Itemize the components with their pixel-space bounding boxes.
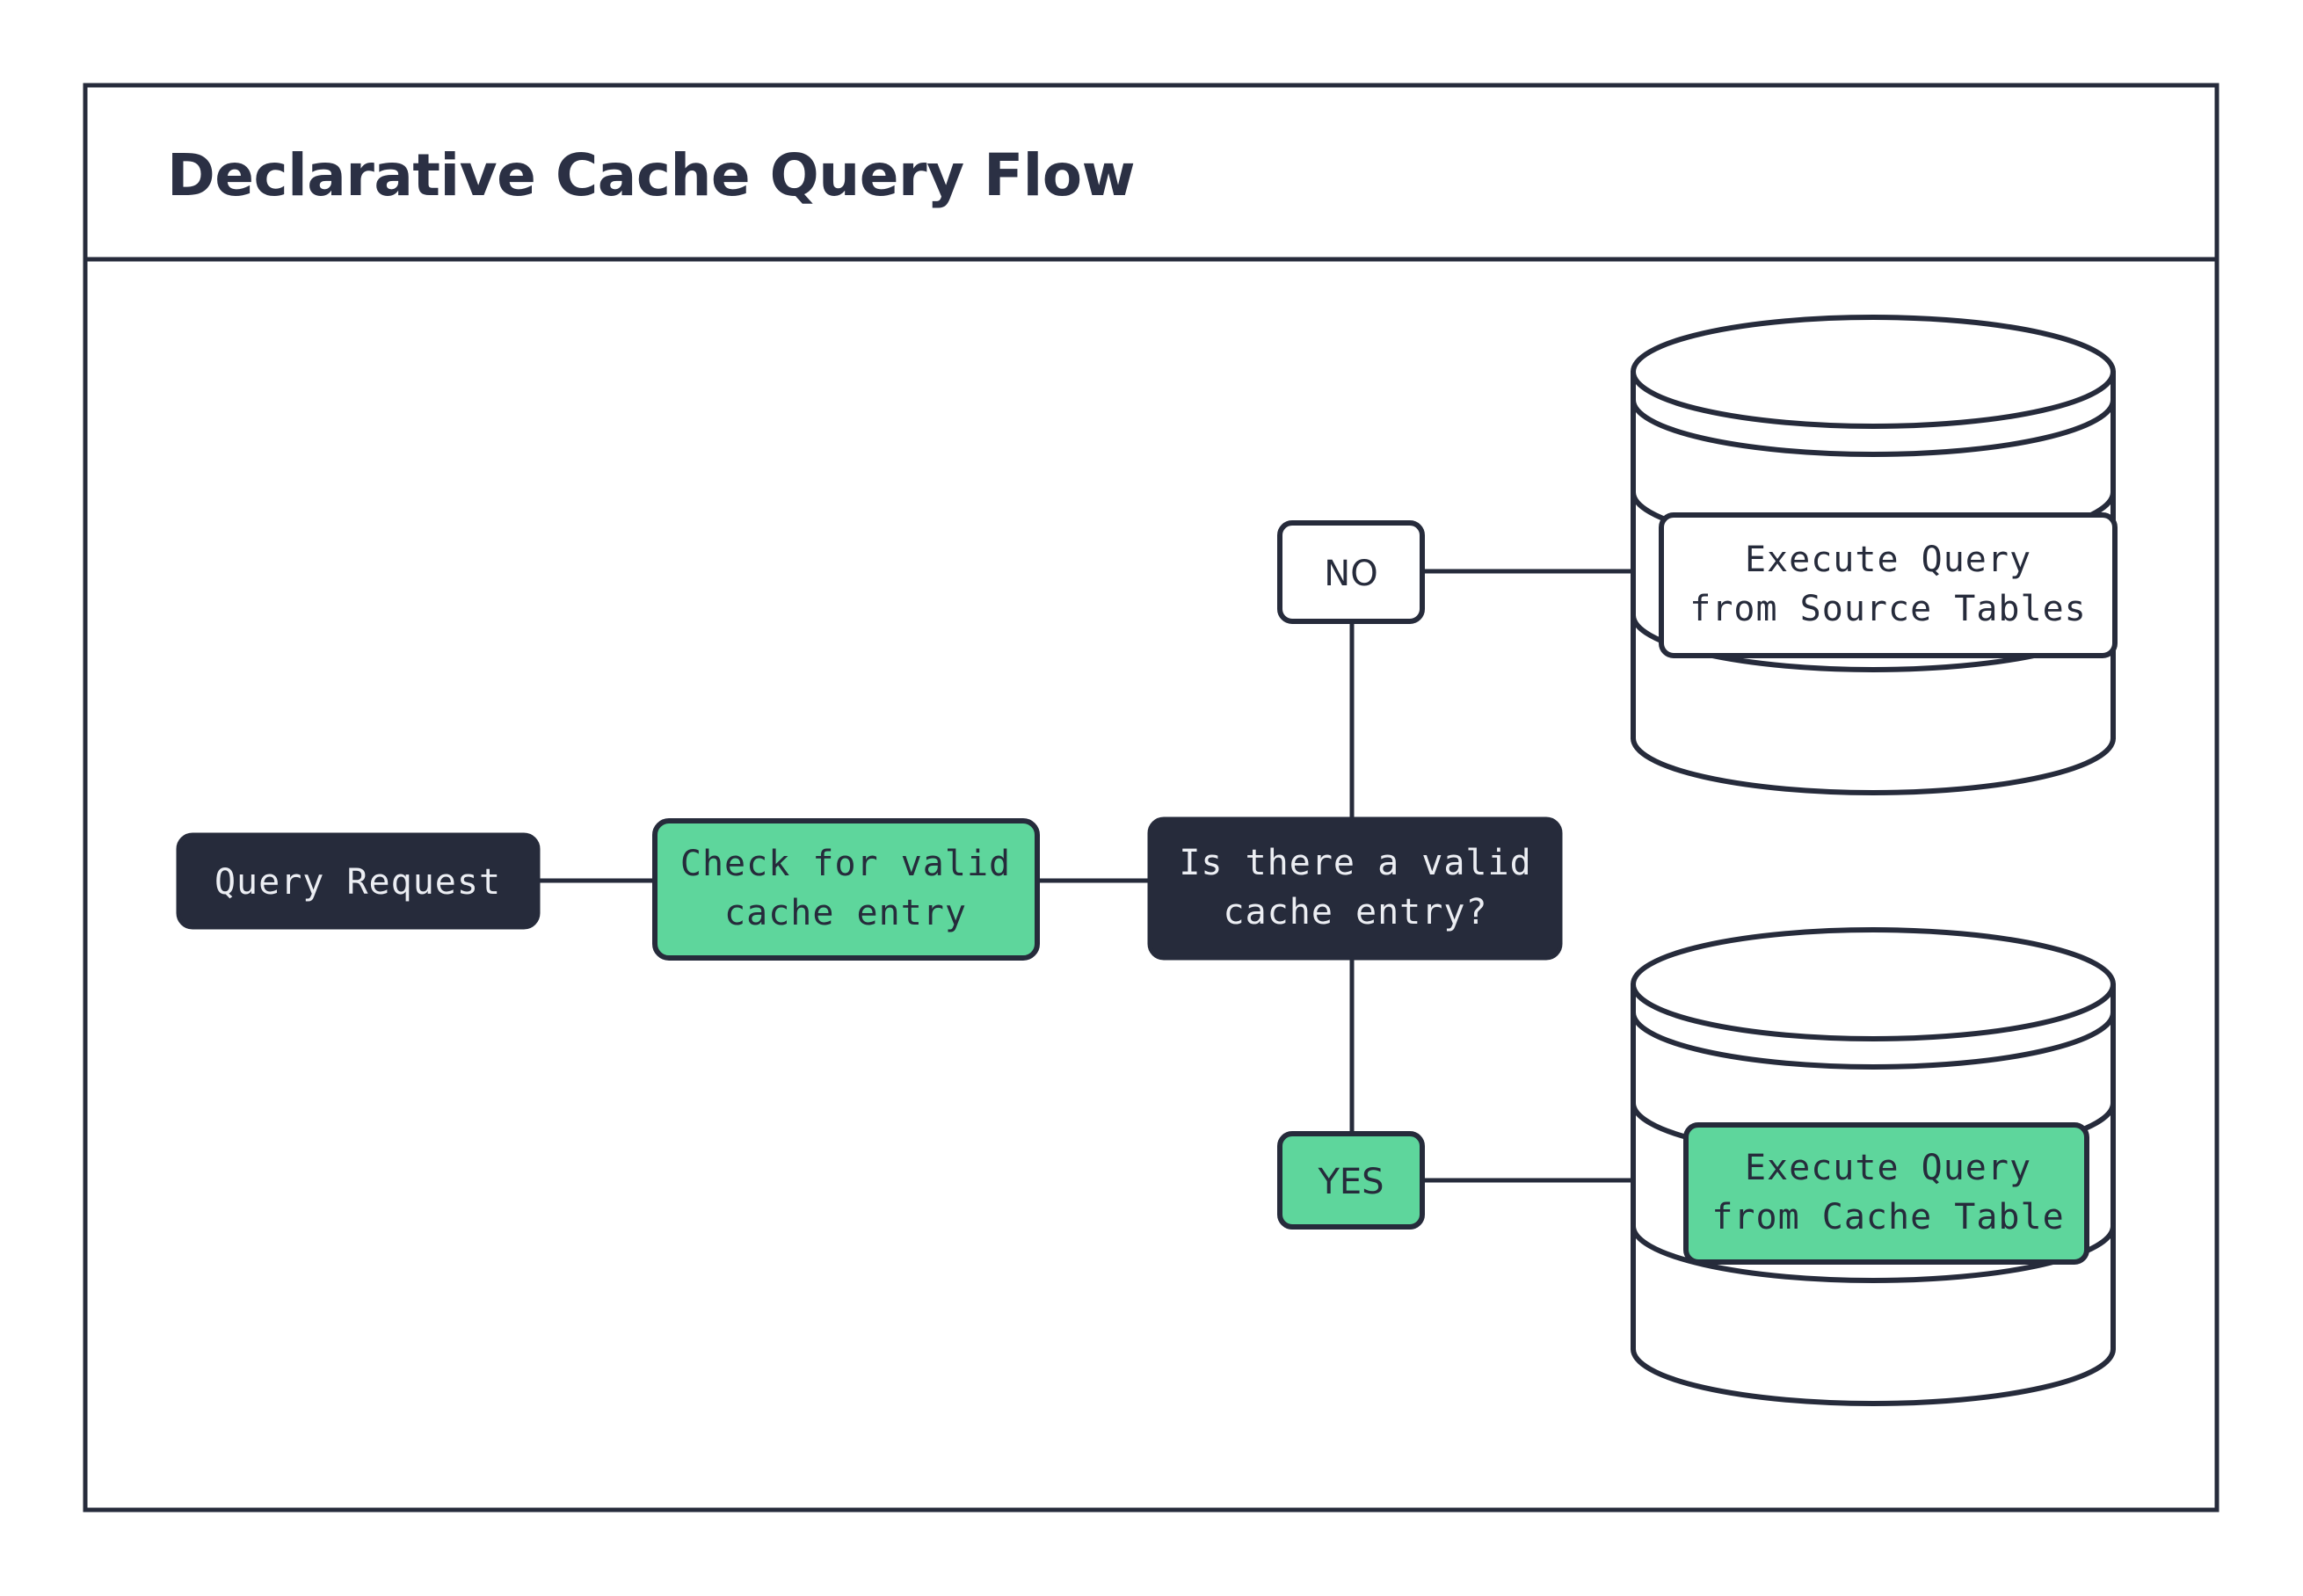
node-execute-source-tables-box[interactable]	[1659, 512, 2118, 658]
node-check-cache-entry-line2: cache entry	[724, 893, 967, 933]
database-cylinder-cache	[1631, 903, 2116, 1427]
node-decision-line1: Is there a valid	[1179, 843, 1531, 883]
node-decision-valid-cache[interactable]: Is there a valid cache entry?	[1147, 816, 1563, 961]
node-check-cache-entry-line1: Check for valid	[680, 844, 1011, 884]
node-execute-source-tables[interactable]: Execute Query from Source Tables	[1659, 512, 2118, 658]
edge-label-yes-box[interactable]	[1277, 1131, 1425, 1230]
node-execute-cache-table-line2: from Cache Table	[1711, 1197, 2064, 1237]
page-title: Declarative Cache Query Flow	[167, 141, 1135, 209]
edge-label-no-box[interactable]	[1277, 520, 1425, 624]
node-execute-source-tables-line1: Execute Query	[1745, 540, 2031, 580]
node-decision-valid-cache-box[interactable]	[1147, 816, 1563, 961]
edge-label-no[interactable]: NO	[1277, 520, 1425, 624]
edge-layer	[538, 569, 1633, 1183]
node-decision-line2: cache entry?	[1224, 892, 1488, 932]
node-execute-cache-table-line1: Execute Query	[1745, 1148, 2031, 1188]
node-query-request-box[interactable]	[176, 832, 541, 930]
node-check-cache-entry-box[interactable]	[652, 818, 1040, 961]
node-execute-source-tables-line2: from Source Tables	[1689, 589, 2086, 629]
edge-label-no-text: NO	[1324, 554, 1377, 594]
node-query-request-label: Query Request	[214, 862, 501, 903]
edge-label-yes-text: YES	[1317, 1162, 1384, 1202]
node-execute-cache-table-box[interactable]	[1683, 1122, 2089, 1265]
node-execute-cache-table[interactable]: Execute Query from Cache Table	[1683, 1122, 2089, 1265]
node-check-cache-entry[interactable]: Check for valid cache entry	[652, 818, 1040, 961]
node-query-request[interactable]: Query Request	[176, 832, 541, 930]
edge-label-yes[interactable]: YES	[1277, 1131, 1425, 1230]
